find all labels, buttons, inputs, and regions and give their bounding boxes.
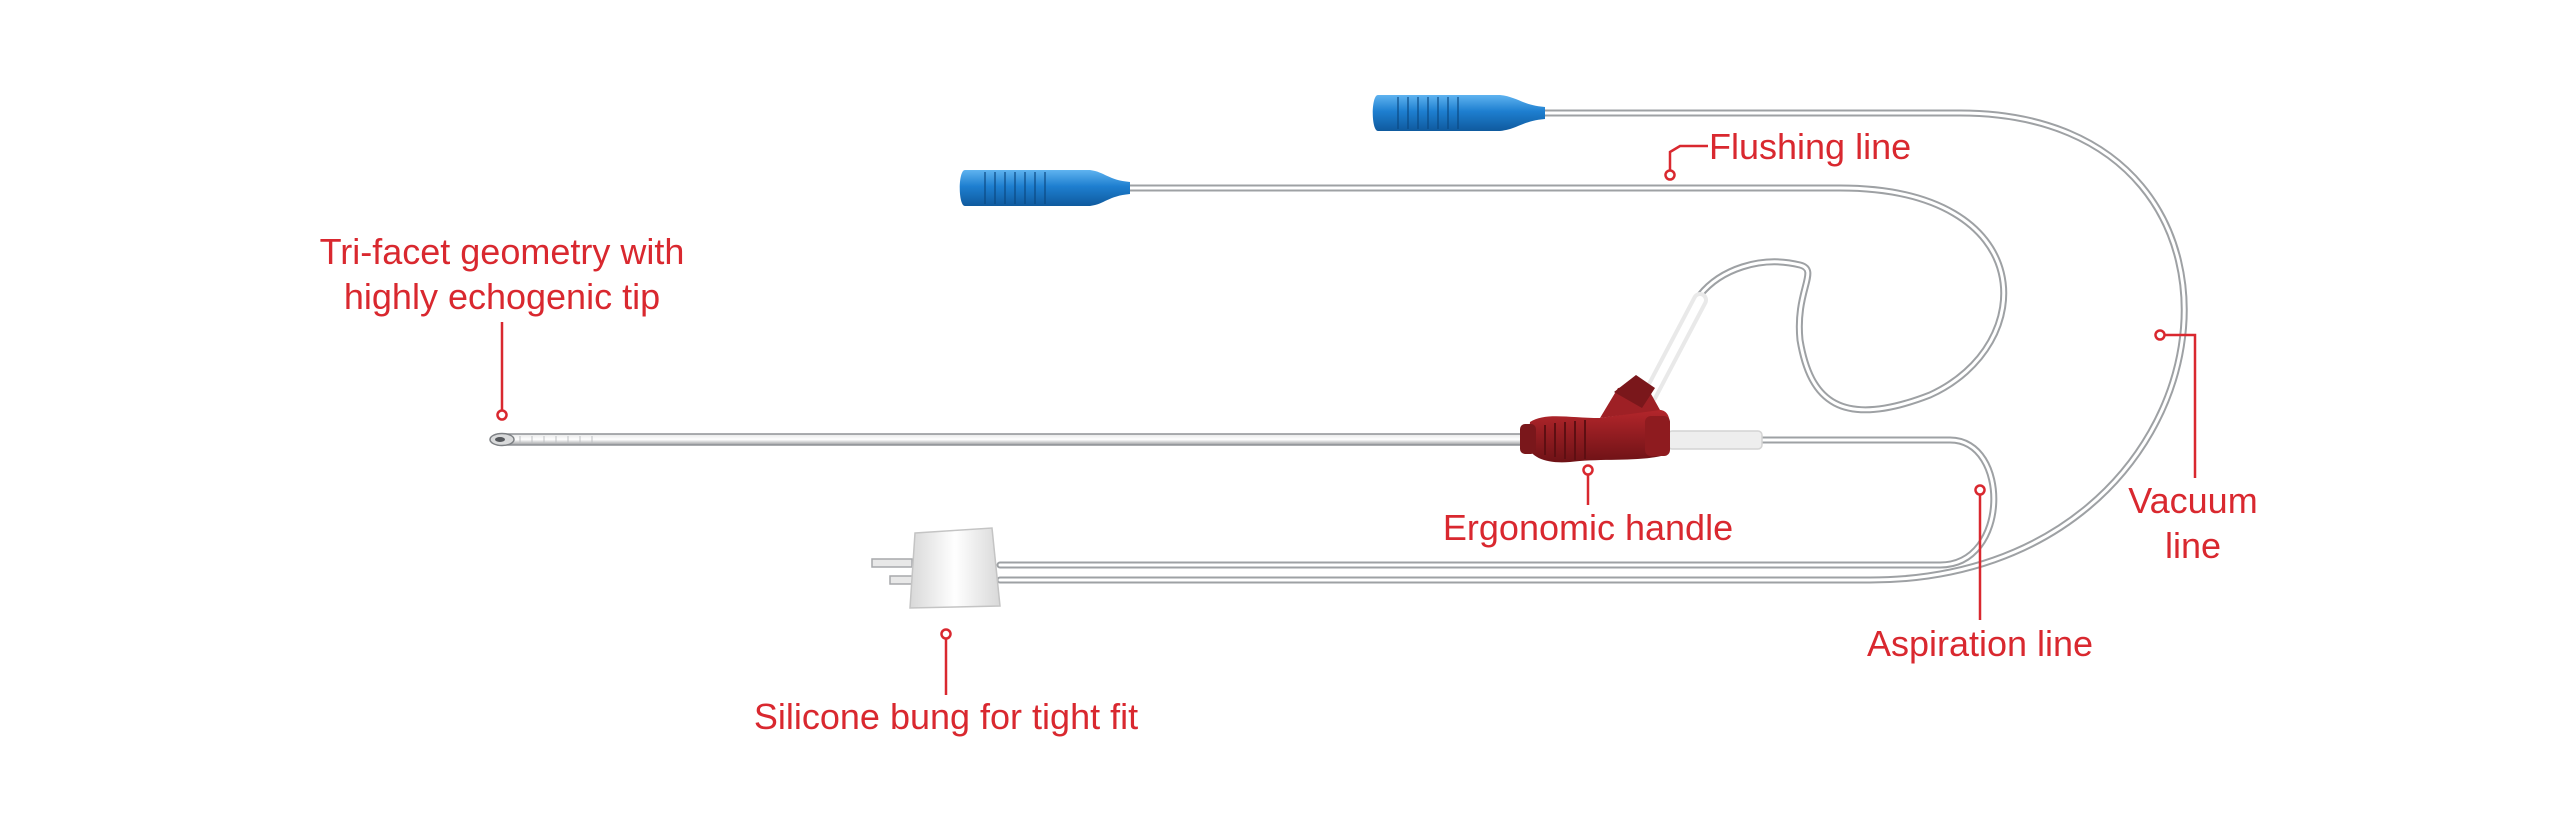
flushing-tube	[1126, 184, 2008, 414]
handle-label: Ergonomic handle	[1442, 507, 1734, 548]
aspiration-leader	[1974, 484, 1986, 620]
tubing	[996, 109, 2188, 584]
clear-tubing	[1642, 292, 1763, 450]
vacuum-leader	[2154, 329, 2197, 478]
handle-body	[1520, 375, 1670, 463]
tip-label-line1: Tri-facet geometry with	[319, 231, 685, 272]
bung-leader	[940, 628, 952, 695]
tip-label: Tri-facet geometry with highly echogenic…	[302, 229, 702, 319]
flushing-leader	[1664, 144, 1708, 181]
silicone-bung	[871, 527, 1001, 609]
vacuum-label-line2: line	[2164, 525, 2222, 566]
tip-label-line2: highly echogenic tip	[343, 276, 661, 317]
vacuum-line-label: Vacuum line	[2093, 478, 2293, 568]
needle	[489, 432, 1536, 447]
flushing-line-label: Flushing line	[1709, 126, 1912, 167]
bung-label: Silicone bung for tight fit	[753, 696, 1139, 737]
vacuum-label-line1: Vacuum	[2128, 480, 2258, 521]
leader-lines	[496, 144, 2197, 695]
aspiration-line-label: Aspiration line	[1866, 623, 2094, 664]
tip-leader	[496, 322, 508, 421]
vacuum-connector	[1372, 95, 1545, 131]
flushing-connector	[959, 170, 1130, 206]
handle-leader	[1582, 464, 1594, 505]
